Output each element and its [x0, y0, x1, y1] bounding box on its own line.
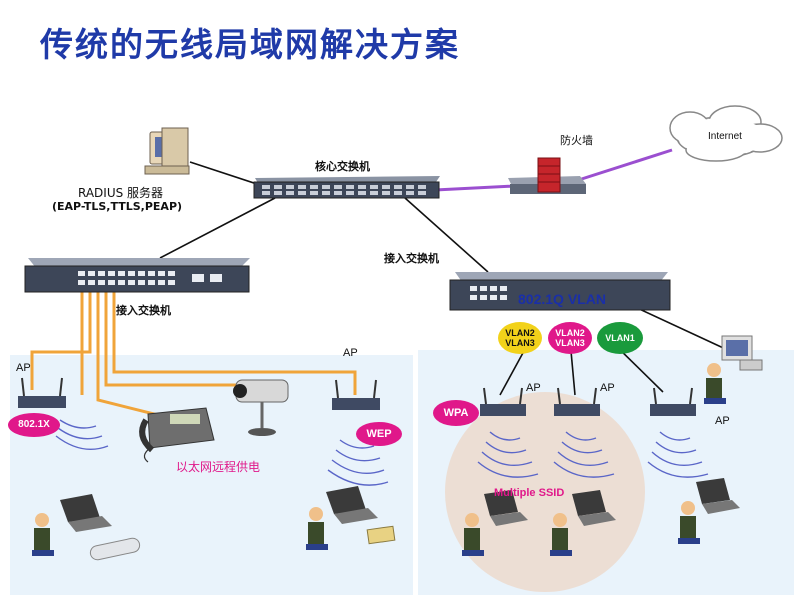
- multiple-ssid-label: Multiple SSID: [494, 487, 565, 499]
- link-firewall-internet: [565, 148, 673, 186]
- ap-label-right-2: AP: [600, 382, 615, 394]
- multiple-ssid-area: [445, 392, 645, 592]
- user-desktop-right: [704, 335, 763, 404]
- ap-right-2-icon: [554, 387, 600, 416]
- user-laptop-right-1: [462, 490, 528, 556]
- poe-label: 以太网远程供电: [176, 460, 261, 474]
- badge-wpa: WPA: [433, 400, 479, 426]
- ap-right-1-icon: [480, 387, 526, 416]
- left-access-switch-icon: [24, 258, 250, 293]
- wifi-waves-left: [55, 419, 109, 450]
- user-laptop-right-2: [550, 490, 616, 556]
- wifi-waves-right-3: [647, 431, 709, 478]
- left-wlan-zone: [10, 355, 413, 595]
- badge-vlan-yellow: VLAN2 VLAN3: [498, 322, 542, 354]
- ip-phone-icon: [139, 407, 215, 463]
- ap-label-wep: AP: [343, 347, 358, 359]
- wifi-waves-right-1: [477, 431, 539, 478]
- firewall-icon: [508, 157, 586, 194]
- badge-wep: WEP: [356, 422, 402, 446]
- link-core-left-access: [159, 197, 276, 259]
- user-laptop-right-3: [678, 478, 740, 544]
- usb-wifi-adapter-icon: [89, 537, 141, 561]
- radius-label-line2: (EAP-TLS,TTLS,PEAP): [52, 200, 183, 213]
- ap-label-left: AP: [16, 362, 31, 374]
- radius-server-icon: [144, 127, 190, 175]
- user-laptop-left-1: [32, 494, 112, 556]
- access-switch-right-label: 接入交换机: [384, 252, 439, 265]
- pc-card-icon: [366, 525, 396, 545]
- radius-label-line1: RADIUS 服务器: [78, 186, 164, 200]
- ip-camera-icon: [233, 379, 289, 436]
- badge-vlan1: VLAN1: [597, 322, 643, 354]
- ap-label-right-1: AP: [526, 382, 541, 394]
- user-laptop-left-2: [306, 486, 378, 550]
- badge-vlan-pink: VLAN2 VLAN3: [548, 322, 592, 354]
- vlan-header-label: 802.1Q VLAN: [518, 291, 606, 307]
- firewall-label: 防火墙: [560, 134, 593, 147]
- core-switch-icon: [253, 176, 440, 199]
- page-title: 传统的无线局域网解决方案: [40, 25, 460, 64]
- link-radius-core: [189, 161, 264, 187]
- link-core-firewall: [434, 184, 516, 192]
- ap-label-right-3: AP: [715, 415, 730, 427]
- ap-right-3-icon: [650, 387, 696, 416]
- access-switch-left-label: 接入交换机: [116, 304, 171, 317]
- core-switch-label: 核心交换机: [315, 160, 370, 173]
- internet-label: Internet: [708, 131, 742, 142]
- link-core-right-access: [404, 197, 489, 273]
- wifi-waves-wep: [327, 439, 389, 486]
- wifi-waves-right-2: [553, 431, 615, 478]
- ap-left-icon: [18, 377, 66, 408]
- right-access-switch-icon: [449, 272, 671, 311]
- ap-wep-icon: [332, 379, 380, 410]
- badge-8021x: 802.1X: [8, 413, 60, 437]
- poe-cables: [30, 285, 357, 420]
